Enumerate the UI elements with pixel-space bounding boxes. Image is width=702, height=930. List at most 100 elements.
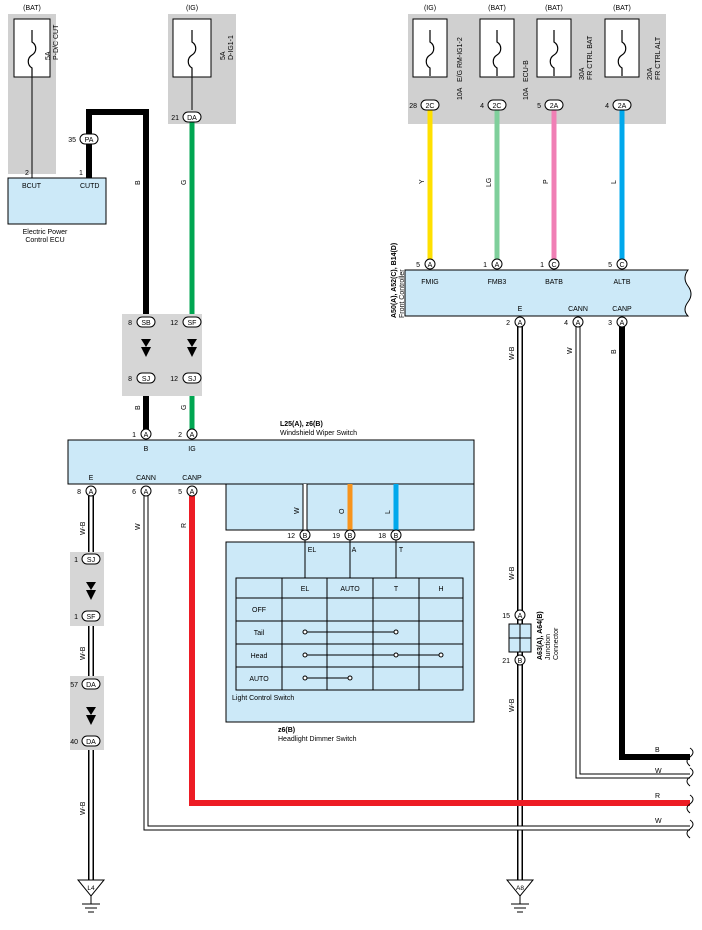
svg-text:19: 19	[332, 533, 340, 540]
ground-l4: L4	[76, 879, 106, 913]
power-source-ig: (IG)	[186, 5, 198, 12]
svg-text:5: 5	[178, 489, 182, 496]
svg-text:W: W	[135, 523, 142, 530]
svg-text:BCUT: BCUT	[22, 183, 42, 190]
svg-text:A8: A8	[516, 885, 524, 892]
svg-text:5A: 5A	[45, 51, 52, 60]
svg-text:8: 8	[128, 320, 132, 327]
top-connectors: PA 35 DA 21 2C 28 2C 4 2A 5 2A 4	[68, 99, 632, 145]
svg-text:L4: L4	[87, 885, 95, 892]
svg-text:z6(B): z6(B)	[278, 727, 295, 734]
svg-text:A: A	[576, 320, 581, 327]
svg-text:P-D/C CUT: P-D/C CUT	[53, 24, 60, 60]
light-switch-pins: B 12 B 19 B 18	[287, 529, 402, 541]
svg-text:A50(A), A52(C), B14(D): A50(A), A52(C), B14(D)	[391, 243, 398, 318]
svg-text:CANN: CANN	[568, 306, 588, 313]
svg-text:B: B	[518, 658, 523, 665]
svg-text:A: A	[352, 547, 357, 554]
svg-text:SJ: SJ	[142, 376, 150, 383]
svg-text:20A: 20A	[647, 67, 654, 80]
table-header: AUTO	[340, 586, 360, 593]
svg-text:W-B: W-B	[80, 521, 87, 535]
svg-text:2: 2	[506, 320, 510, 327]
svg-text:4: 4	[605, 103, 609, 110]
svg-text:2: 2	[178, 432, 182, 439]
svg-text:SF: SF	[87, 614, 96, 621]
svg-text:E: E	[89, 475, 94, 482]
svg-text:1: 1	[79, 170, 83, 177]
svg-text:W: W	[567, 347, 574, 354]
switch-position-table: EL AUTO T H OFF Tail Head AUTO	[235, 577, 464, 691]
table-header: EL	[301, 586, 310, 593]
fuse-block-pdc-cut: (BAT) 5A P-D/C CUT	[8, 5, 60, 178]
svg-text:Electric Power: Electric Power	[23, 229, 68, 236]
svg-text:15: 15	[502, 613, 510, 620]
fuse-block-d-ig1-1: (IG) 5A D-IG1-1	[168, 5, 236, 124]
front-controller: A50(A), A52(C), B14(D) Front Controller …	[391, 243, 692, 328]
svg-text:10A: 10A	[523, 87, 530, 100]
svg-text:DA: DA	[86, 739, 96, 746]
svg-text:Control ECU: Control ECU	[25, 237, 64, 244]
svg-text:A: A	[495, 262, 500, 269]
svg-text:Windshield Wiper Switch: Windshield Wiper Switch	[280, 430, 357, 437]
svg-text:R: R	[655, 793, 660, 800]
svg-text:12: 12	[170, 320, 178, 327]
svg-text:(BAT): (BAT)	[613, 5, 631, 12]
wire-labels-mid: B G	[135, 405, 188, 410]
svg-text:A: A	[144, 489, 149, 496]
svg-text:W-B: W-B	[509, 346, 516, 360]
svg-text:12: 12	[170, 376, 178, 383]
svg-text:B: B	[611, 349, 618, 354]
svg-text:6: 6	[132, 489, 136, 496]
svg-text:P: P	[543, 179, 550, 184]
svg-text:Light Control Switch: Light Control Switch	[232, 695, 294, 702]
left-ground-connectors: SJ 1 SF 1 DA 57 DA 40	[70, 552, 104, 750]
svg-text:Front Controller: Front Controller	[399, 269, 406, 318]
svg-text:B: B	[135, 405, 142, 410]
svg-text:LG: LG	[486, 178, 493, 187]
svg-text:35: 35	[68, 137, 76, 144]
wire-labels-top: B G Y LG P L	[135, 178, 618, 187]
fuse-icon	[549, 30, 559, 76]
svg-text:2C: 2C	[426, 103, 435, 110]
svg-text:57: 57	[70, 682, 78, 689]
table-header: H	[438, 586, 443, 593]
svg-text:SB: SB	[141, 320, 151, 327]
wire-labels-fc: W-B W B	[509, 346, 618, 360]
svg-text:EL: EL	[308, 547, 317, 554]
svg-text:1: 1	[540, 262, 544, 269]
svg-text:28: 28	[409, 103, 417, 110]
svg-text:Connector: Connector	[553, 627, 560, 660]
fuse-icon	[187, 30, 197, 76]
wire-break-marks	[686, 747, 694, 839]
svg-text:FMB3: FMB3	[488, 279, 507, 286]
svg-text:W-B: W-B	[80, 646, 87, 660]
fuse-icon	[27, 30, 37, 76]
windshield-wiper-switch: L25(A), z6(B) Windshield Wiper Switch A …	[67, 421, 475, 497]
table-row-label: Head	[251, 653, 268, 660]
ground-a8: A8	[505, 879, 535, 913]
svg-text:A: A	[144, 432, 149, 439]
svg-text:5: 5	[416, 262, 420, 269]
svg-text:G: G	[181, 180, 188, 185]
svg-text:8: 8	[128, 376, 132, 383]
svg-text:FR CTRL ALT: FR CTRL ALT	[655, 36, 662, 80]
svg-text:ALTB: ALTB	[614, 279, 631, 286]
svg-text:E: E	[518, 306, 523, 313]
table-row-label: AUTO	[249, 676, 269, 683]
svg-text:Headlight Dimmer Switch: Headlight Dimmer Switch	[278, 736, 357, 743]
svg-text:B: B	[655, 747, 660, 754]
svg-text:L: L	[385, 510, 392, 514]
svg-text:4: 4	[480, 103, 484, 110]
svg-text:8: 8	[77, 489, 81, 496]
svg-text:A: A	[428, 262, 433, 269]
svg-text:T: T	[399, 547, 404, 554]
svg-text:CANN: CANN	[136, 475, 156, 482]
svg-text:O: O	[339, 508, 346, 514]
power-source-bat: (BAT)	[23, 5, 41, 12]
svg-text:B: B	[348, 533, 353, 540]
svg-text:A: A	[190, 432, 195, 439]
mid-connector-block: SB 8 SF 12 SJ 8 SJ 12	[122, 314, 202, 396]
svg-text:SJ: SJ	[87, 557, 95, 564]
